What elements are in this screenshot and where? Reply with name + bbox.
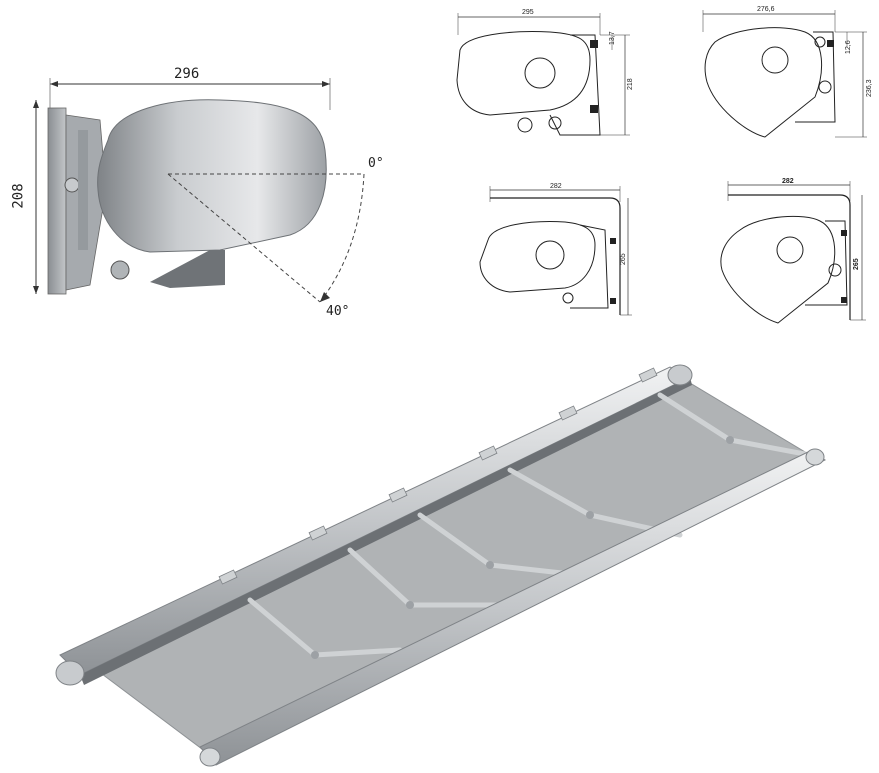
width-label: 295 xyxy=(522,9,534,16)
height-dimension xyxy=(33,100,39,294)
drawing-bottom-left-svg: 282 265 xyxy=(479,183,632,316)
axis-circle xyxy=(524,57,556,89)
bracket-outline xyxy=(549,34,601,136)
bolt-circle xyxy=(548,116,562,130)
axis-circle xyxy=(535,240,565,270)
bracket-outline xyxy=(795,31,836,123)
fixing-block-lower xyxy=(590,105,598,113)
width-dimension xyxy=(49,78,331,110)
mounting-bolt xyxy=(110,260,130,280)
bolt-circle xyxy=(562,292,574,304)
top-label: 12,6 xyxy=(845,40,852,54)
fixing-block-lower xyxy=(841,297,847,303)
fixing-block-lower xyxy=(610,298,616,304)
axis-circle xyxy=(776,236,804,264)
width-label: 282 xyxy=(550,183,562,190)
cassette-end-cap-right xyxy=(667,364,693,386)
front-profile-bar xyxy=(199,448,827,767)
cassette-lower-profile xyxy=(150,250,225,288)
width-label: 296 xyxy=(174,66,200,82)
main-cassette-view: 296 208 0° 40° xyxy=(11,66,400,330)
wall-bracket xyxy=(47,107,107,295)
height-label: 265 xyxy=(620,253,627,265)
fixing-block xyxy=(827,40,834,47)
arm-joints xyxy=(311,436,734,659)
cassette-shell xyxy=(97,99,327,253)
height-label: 265 xyxy=(853,258,860,270)
drawing-top-left-svg: 295 13,7 218 xyxy=(456,9,634,136)
angle-start-label: 0° xyxy=(368,156,384,171)
bracket-outline xyxy=(805,220,848,306)
awning-fabric xyxy=(89,376,812,756)
fixing-block xyxy=(590,40,598,48)
fixing-block xyxy=(841,230,847,236)
cassette-outline xyxy=(479,221,596,293)
tilt-angle-indicator xyxy=(167,173,365,303)
width-label: 282 xyxy=(782,178,794,185)
drawing-top-right: 276,6 12,6 236,3 xyxy=(695,2,879,147)
drawing-top-left: 295 13,7 218 xyxy=(450,5,640,150)
top-label: 13,7 xyxy=(609,31,616,45)
bolt-circle xyxy=(828,263,842,277)
cassette-outline xyxy=(456,31,591,116)
drawing-bottom-right-svg: 282 265 xyxy=(720,178,866,324)
cassette-outline xyxy=(720,215,836,324)
main-cassette-svg xyxy=(33,78,365,303)
ring-circle xyxy=(517,117,533,133)
height-label: 218 xyxy=(627,78,634,90)
mounting-clips xyxy=(218,367,658,585)
height-label: 208 xyxy=(10,183,27,209)
fixing-block xyxy=(610,238,616,244)
bracket-outline xyxy=(570,224,609,309)
open-awning-svg xyxy=(55,364,827,767)
upper-bolt-circle xyxy=(814,36,826,48)
angle-bracket xyxy=(728,194,851,320)
height-label: 236,3 xyxy=(866,79,873,97)
drawing-bottom-right: 282 265 xyxy=(710,175,879,325)
bolt-circle xyxy=(818,80,832,94)
drawing-bottom-left: 282 265 xyxy=(470,180,640,325)
width-label: 276,6 xyxy=(757,6,775,13)
cassette-end-cap-left xyxy=(55,660,85,686)
axis-circle xyxy=(761,46,789,74)
angle-bracket xyxy=(490,197,621,315)
back-cassette xyxy=(55,364,693,686)
angle-end-label: 40° xyxy=(326,304,350,319)
cassette-outline xyxy=(704,27,823,138)
open-awning-view xyxy=(40,355,840,770)
drawing-top-right-svg: 276,6 12,6 236,3 xyxy=(702,6,873,138)
